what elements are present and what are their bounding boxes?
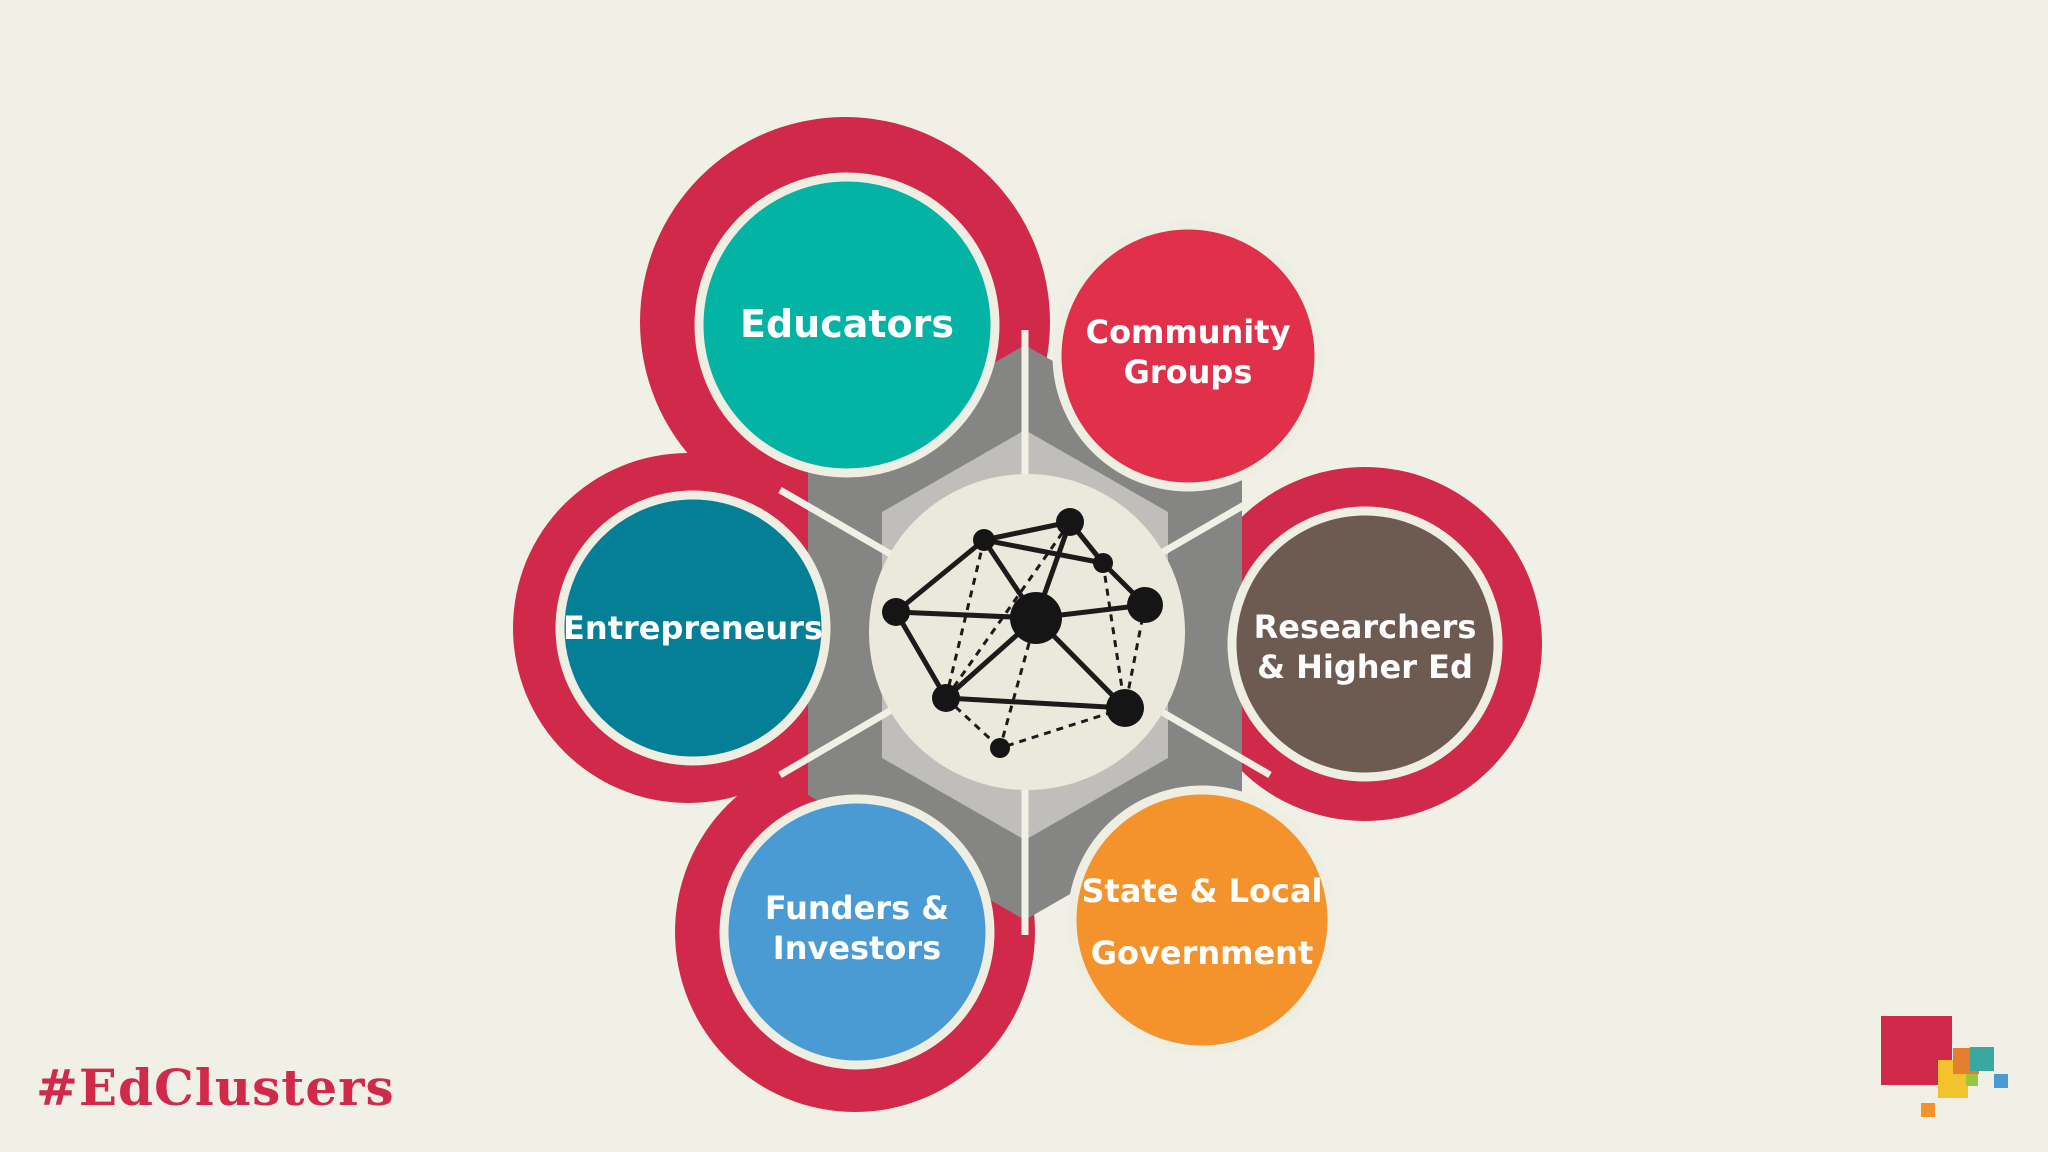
node-government-line-2: Government (1090, 934, 1314, 972)
node-community-line-2: Groups (1123, 353, 1253, 391)
node-community-label: Community Groups (1068, 306, 1308, 398)
node-circles (555, 172, 1503, 1070)
node-community-circle (1052, 220, 1324, 492)
node-funders-line-1: Funders & (764, 889, 950, 927)
pixel-squares-logo (1881, 1016, 2008, 1117)
node-funders-circle (719, 794, 995, 1070)
node-government-circle (1067, 785, 1337, 1055)
node-educators-line-1: Educators (739, 302, 954, 347)
node-government-label: State & Local Government (1077, 857, 1327, 987)
network-graph-icon (882, 508, 1163, 758)
node-educators-label: Educators (717, 290, 977, 360)
node-government-line-1: State & Local (1081, 871, 1323, 910)
node-entrepreneurs-line-1: Entrepreneurs (563, 609, 823, 647)
node-researchers-label: Researchers & Higher Ed (1245, 602, 1485, 692)
node-researchers-line-2: & Higher Ed (1257, 648, 1473, 686)
node-entrepreneurs-label: Entrepreneurs (563, 600, 823, 656)
node-community-line-1: Community (1085, 313, 1291, 351)
node-entrepreneurs-circle (555, 490, 831, 766)
node-researchers-line-1: Researchers (1253, 608, 1477, 646)
hashtag-label: #EdClusters (36, 1058, 395, 1117)
node-educators-circle (694, 172, 1000, 478)
node-funders-line-2: Investors (772, 929, 942, 967)
node-researchers-circle (1227, 506, 1503, 782)
node-funders-label: Funders & Investors (737, 882, 977, 974)
